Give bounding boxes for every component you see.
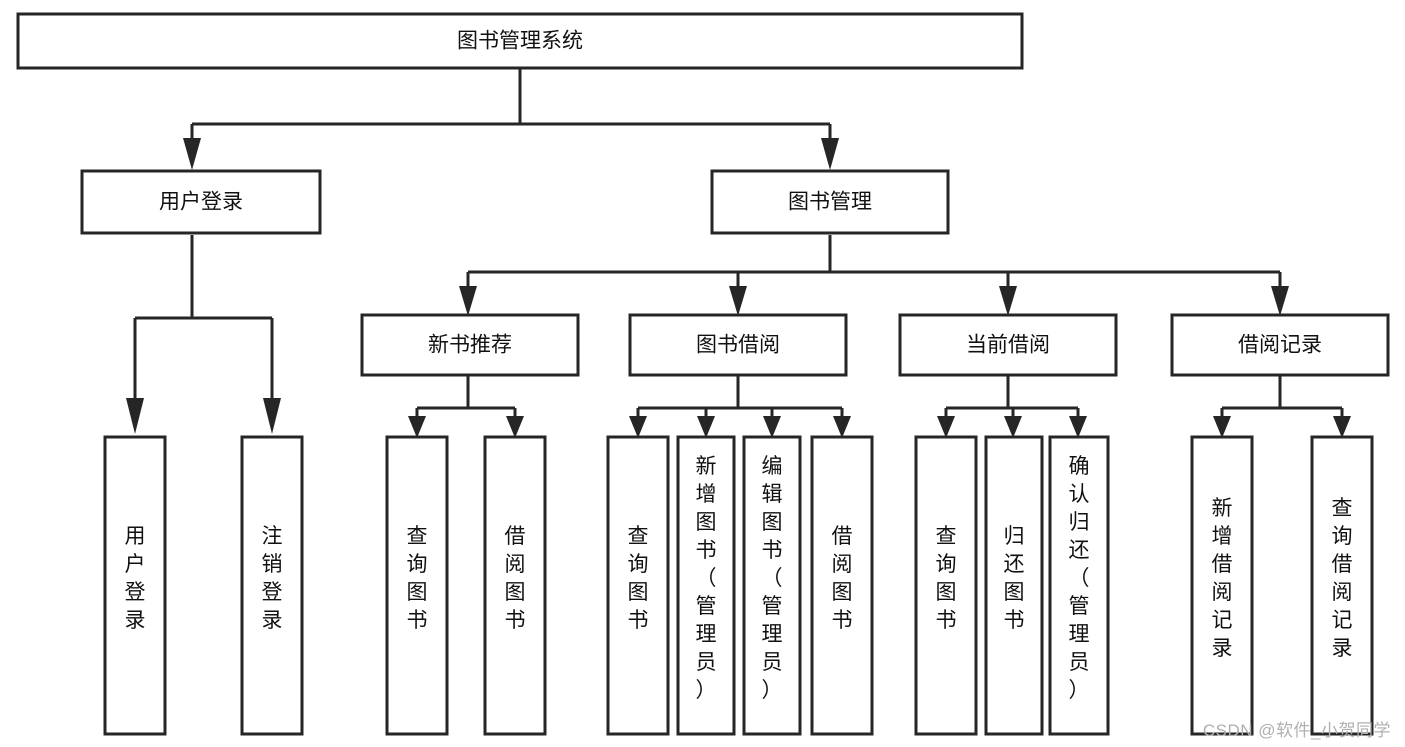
leaf-current-borrow-2[interactable]: 确认归还（管理员） bbox=[1048, 435, 1110, 736]
leaf-br-0-label: 新增借阅记录 bbox=[1212, 497, 1233, 660]
node-user-login-box[interactable] bbox=[80, 169, 322, 235]
arrow-head-leaf-user-login-1 bbox=[263, 398, 281, 434]
leaf-br-1-box[interactable] bbox=[1310, 435, 1374, 736]
leaf-nbr-1-label: 借阅图书 bbox=[505, 525, 526, 632]
leaf-user-login-1[interactable]: 注销登录 bbox=[240, 435, 304, 736]
node-current-borrow[interactable]: 当前借阅 bbox=[898, 313, 1118, 377]
arrow-head-current-borrow bbox=[999, 286, 1017, 316]
node-new-book-recommend-box[interactable] bbox=[360, 313, 580, 377]
leaf-current-borrow-1[interactable]: 归还图书 bbox=[984, 435, 1044, 736]
leaf-borrow-record-0[interactable]: 新增借阅记录 bbox=[1190, 435, 1254, 736]
leaf-user-login-0-label: 用户登录 bbox=[125, 525, 146, 632]
arrow-head-leaf-br-1 bbox=[1333, 416, 1351, 438]
leaf-book-borrow-2[interactable]: 编辑图书（管理员） bbox=[742, 435, 802, 736]
leaf-nbr-0-label: 查询图书 bbox=[407, 525, 428, 632]
connector-group-current-borrow bbox=[937, 375, 1087, 438]
node-root-label: 图书管理系统 bbox=[457, 30, 583, 53]
node-user-login[interactable]: 用户登录 bbox=[80, 169, 322, 235]
node-book-manage[interactable]: 图书管理 bbox=[710, 169, 950, 235]
connector-group-book-borrow bbox=[629, 375, 851, 438]
leaf-bb-2-box[interactable] bbox=[742, 435, 802, 736]
connector-group-user-login bbox=[126, 235, 281, 434]
node-root-box[interactable] bbox=[16, 12, 1024, 70]
leaf-cb-1-box[interactable] bbox=[984, 435, 1044, 736]
leaf-borrow-record-1[interactable]: 查询借阅记录 bbox=[1310, 435, 1374, 736]
leaf-br-1-label: 查询借阅记录 bbox=[1332, 497, 1353, 660]
node-new-book-recommend[interactable]: 新书推荐 bbox=[360, 313, 580, 377]
leaf-nbr-0-box[interactable] bbox=[385, 435, 449, 736]
leaf-cb-1-label: 归还图书 bbox=[1004, 525, 1025, 632]
leaf-book-borrow-0[interactable]: 查询图书 bbox=[606, 435, 670, 736]
node-borrow-record[interactable]: 借阅记录 bbox=[1170, 313, 1390, 377]
node-book-borrow-label: 图书借阅 bbox=[696, 334, 780, 357]
arrow-head-leaf-bb-3 bbox=[833, 416, 851, 438]
node-book-borrow[interactable]: 图书借阅 bbox=[628, 313, 848, 377]
arrow-head-leaf-cb-0 bbox=[937, 416, 955, 438]
leaf-bb-0-box[interactable] bbox=[606, 435, 670, 736]
leaf-cb-2-label: 确认归还（管理员） bbox=[1069, 455, 1090, 702]
leaf-new-book-recommend-1[interactable]: 借阅图书 bbox=[483, 435, 547, 736]
leaf-book-borrow-1[interactable]: 新增图书（管理员） bbox=[676, 435, 736, 736]
node-book-manage-box[interactable] bbox=[710, 169, 950, 235]
connector-group-root bbox=[183, 68, 839, 170]
leaf-bb-3-box[interactable] bbox=[810, 435, 874, 736]
leaf-current-borrow-0[interactable]: 查询图书 bbox=[914, 435, 978, 736]
connector-group-book-manage bbox=[459, 235, 1289, 316]
node-new-book-recommend-label: 新书推荐 bbox=[428, 334, 512, 357]
leaf-user-login-0[interactable]: 用户登录 bbox=[103, 435, 167, 736]
node-borrow-record-box[interactable] bbox=[1170, 313, 1390, 377]
node-borrow-record-label: 借阅记录 bbox=[1238, 334, 1322, 357]
node-book-manage-label: 图书管理 bbox=[788, 191, 872, 214]
arrow-head-new-book-recommend bbox=[459, 286, 477, 316]
node-root[interactable]: 图书管理系统 bbox=[16, 12, 1024, 70]
node-current-borrow-label: 当前借阅 bbox=[966, 334, 1050, 357]
arrow-head-borrow-record bbox=[1271, 286, 1289, 316]
arrow-head-leaf-bb-0 bbox=[629, 416, 647, 438]
arrow-head-book-manage bbox=[821, 138, 839, 170]
leaf-br-0-box[interactable] bbox=[1190, 435, 1254, 736]
node-current-borrow-box[interactable] bbox=[898, 313, 1118, 377]
arrow-head-user-login bbox=[183, 138, 201, 170]
leaf-bb-3-label: 借阅图书 bbox=[832, 525, 853, 632]
arrow-head-book-borrow bbox=[729, 286, 747, 316]
leaf-bb-0-label: 查询图书 bbox=[628, 525, 649, 632]
arrow-head-leaf-nbr-0 bbox=[408, 416, 426, 438]
leaf-book-borrow-3[interactable]: 借阅图书 bbox=[810, 435, 874, 736]
leaf-cb-2-box[interactable] bbox=[1048, 435, 1110, 736]
arrow-head-leaf-nbr-1 bbox=[506, 416, 524, 438]
leaf-nbr-1-box[interactable] bbox=[483, 435, 547, 736]
node-user-login-label: 用户登录 bbox=[159, 191, 243, 214]
leaf-user-login-0-box[interactable] bbox=[103, 435, 167, 736]
connector-group-new-book-recommend bbox=[408, 375, 524, 438]
leaf-user-login-1-box[interactable] bbox=[240, 435, 304, 736]
leaf-new-book-recommend-0[interactable]: 查询图书 bbox=[385, 435, 449, 736]
leaf-bb-2-label: 编辑图书（管理员） bbox=[762, 455, 783, 702]
arrow-head-leaf-bb-1 bbox=[697, 416, 715, 438]
node-book-borrow-box[interactable] bbox=[628, 313, 848, 377]
leaf-bb-1-label: 新增图书（管理员） bbox=[696, 455, 717, 702]
arrow-head-leaf-br-0 bbox=[1213, 416, 1231, 438]
arrow-head-leaf-user-login-0 bbox=[126, 398, 144, 434]
leaf-cb-0-box[interactable] bbox=[914, 435, 978, 736]
arrow-head-leaf-cb-1 bbox=[1004, 416, 1022, 438]
connector-group-borrow-record bbox=[1213, 375, 1351, 438]
leaf-bb-1-box[interactable] bbox=[676, 435, 736, 736]
arrow-head-leaf-bb-2 bbox=[763, 416, 781, 438]
leaf-user-login-1-label: 注销登录 bbox=[262, 525, 283, 632]
arrow-head-leaf-cb-2 bbox=[1069, 416, 1087, 438]
leaf-cb-0-label: 查询图书 bbox=[936, 525, 957, 632]
